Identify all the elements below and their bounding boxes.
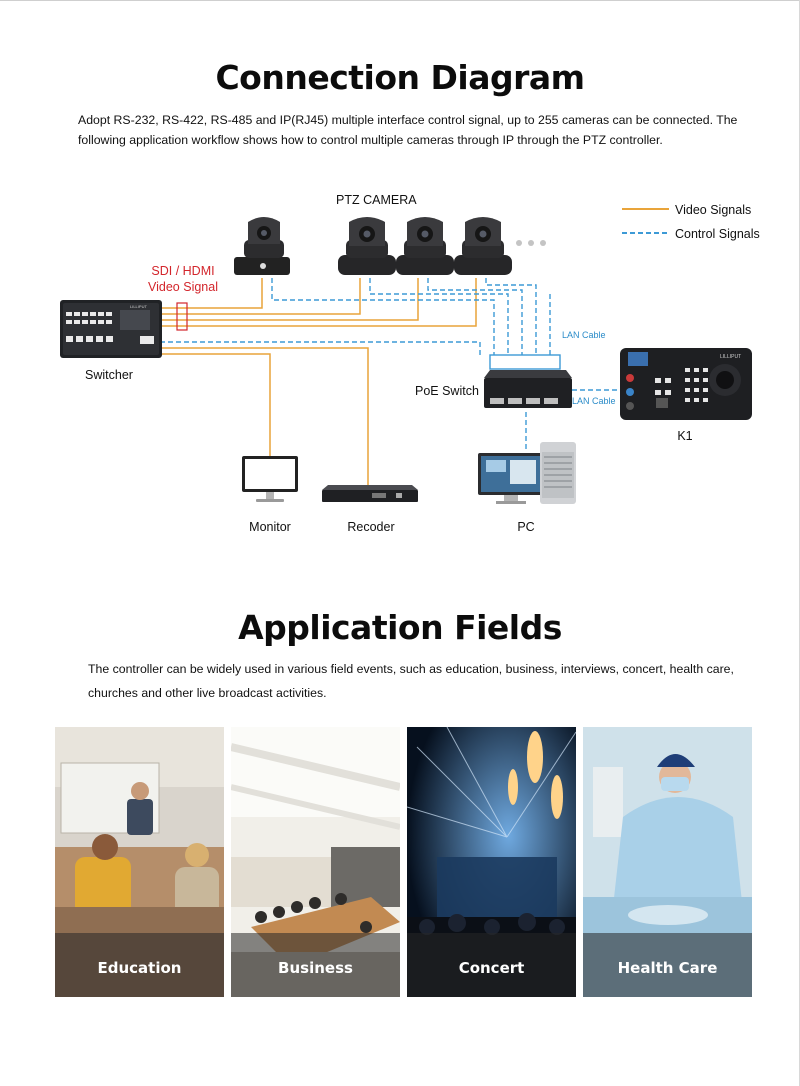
poe-switch-device: [484, 370, 572, 408]
field-tile-concert[interactable]: Concert: [407, 727, 576, 997]
education-caption: Education: [97, 959, 182, 977]
sdi-marker: [176, 302, 188, 331]
connection-description: Adopt RS-232, RS-422, RS-485 and IP(RJ45…: [78, 113, 738, 147]
ptz-camera-1: [234, 217, 290, 275]
video-signal-wires: [160, 278, 477, 485]
video-wire-cam3: [160, 278, 419, 321]
recorder-label: Recoder: [347, 520, 394, 534]
k1-controller-device: LILLIPUT: [620, 348, 752, 420]
concert-caption-band: [407, 933, 576, 997]
sdi-label-line1: SDI / HDMI: [151, 264, 214, 278]
connection-diagram: LILLIPUT: [60, 193, 760, 534]
switcher-device: LILLIPUT: [60, 300, 162, 358]
education-caption-band: [55, 933, 224, 997]
poe-switch-label: PoE Switch: [415, 384, 479, 398]
k1-label: K1: [677, 429, 692, 443]
monitor-label: Monitor: [249, 520, 291, 534]
control-wire-cam2: [369, 278, 509, 355]
switcher-brand: LILLIPUT: [130, 304, 147, 309]
legend-control-label: Control Signals: [675, 227, 760, 241]
application-description: The controller can be widely used in var…: [88, 662, 734, 700]
lan-cable-label-2: LAN Cable: [572, 396, 616, 406]
legend-video-label: Video Signals: [675, 203, 751, 217]
video-wire-monitor: [160, 353, 271, 456]
ptz-camera-3: [396, 217, 454, 275]
monitor-device: [242, 456, 298, 502]
recorder-device: [322, 485, 418, 502]
control-wire-cam1: [271, 278, 495, 355]
video-wire-cam2: [160, 278, 361, 315]
k1-brand: LILLIPUT: [720, 354, 741, 360]
application-fields-grid: Education Business: [55, 727, 752, 997]
legend: Video Signals Control Signals: [622, 203, 760, 241]
connection-diagram-title: Connection Diagram: [215, 58, 585, 97]
ptz-camera-label: PTZ CAMERA: [336, 193, 417, 207]
switcher-label: Switcher: [85, 368, 133, 382]
more-cameras-dots: [516, 240, 546, 246]
field-tile-education[interactable]: Education: [55, 727, 224, 997]
control-wire-cam3: [427, 278, 523, 355]
top-border: [0, 0, 800, 1]
field-tile-business[interactable]: Business: [231, 727, 400, 997]
control-signal-wires: [160, 278, 618, 452]
business-caption: Business: [278, 959, 353, 977]
control-wire-cam4: [485, 278, 537, 355]
pc-device: [478, 442, 576, 504]
health-care-caption-band: [583, 933, 752, 997]
control-wire-switcher: [160, 341, 481, 355]
ptz-camera-4: [454, 217, 512, 275]
field-tile-health-care[interactable]: Health Care: [583, 727, 752, 997]
concert-caption: Concert: [458, 959, 525, 977]
lan-cable-label-1: LAN Cable: [562, 330, 606, 340]
video-wire-cam1: [160, 278, 263, 309]
application-fields-title: Application Fields: [238, 608, 562, 647]
health-care-caption: Health Care: [617, 959, 718, 977]
pc-label: PC: [517, 520, 534, 534]
sdi-label-line2: Video Signal: [148, 280, 218, 294]
poe-port-box: [489, 354, 561, 370]
business-caption-band: [231, 933, 400, 997]
ptz-camera-2: [338, 217, 396, 275]
video-wire-recorder: [160, 347, 369, 485]
